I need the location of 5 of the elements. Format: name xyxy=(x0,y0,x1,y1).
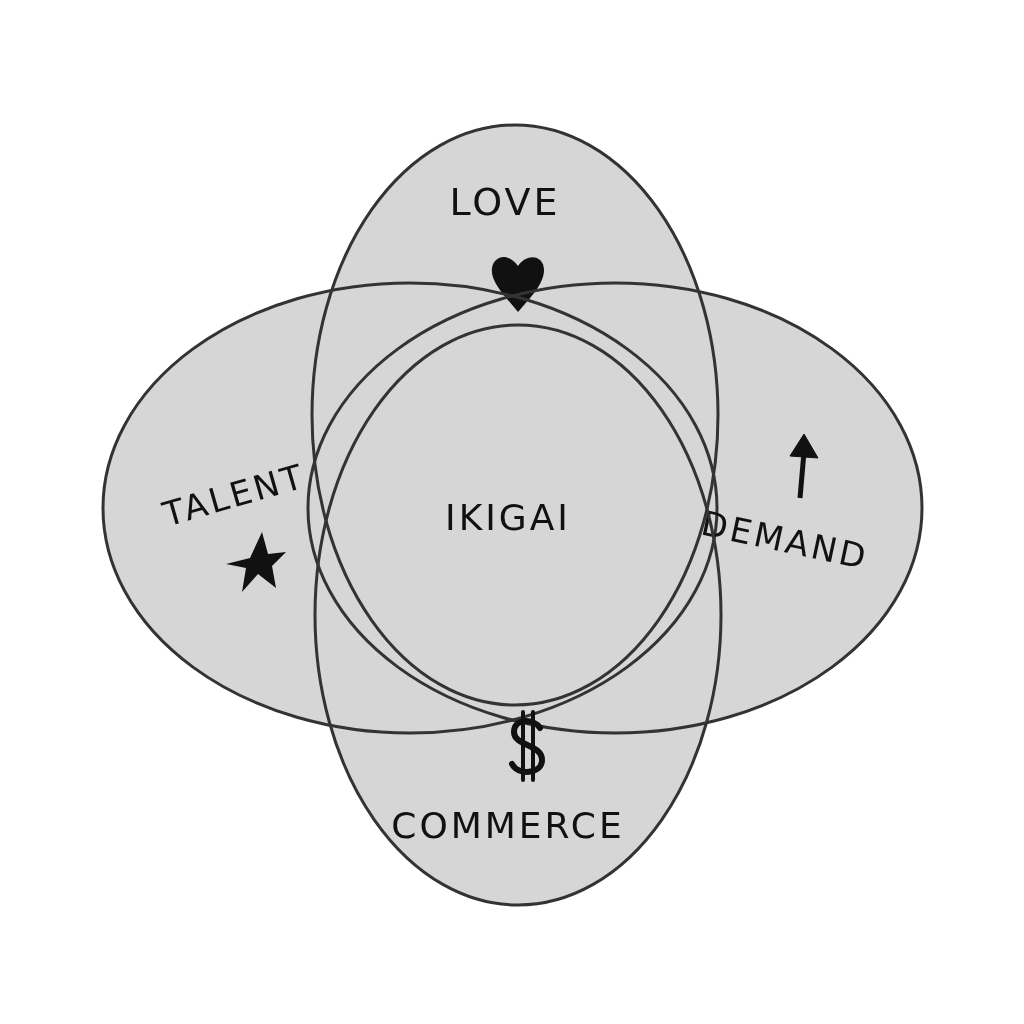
circle-label: COMMERCE xyxy=(391,808,625,844)
circle-label: DEMAND xyxy=(698,505,872,575)
venn-ellipse xyxy=(305,280,925,736)
center-label: IKIGAI xyxy=(445,500,571,536)
circle-label: LOVE xyxy=(449,183,561,221)
